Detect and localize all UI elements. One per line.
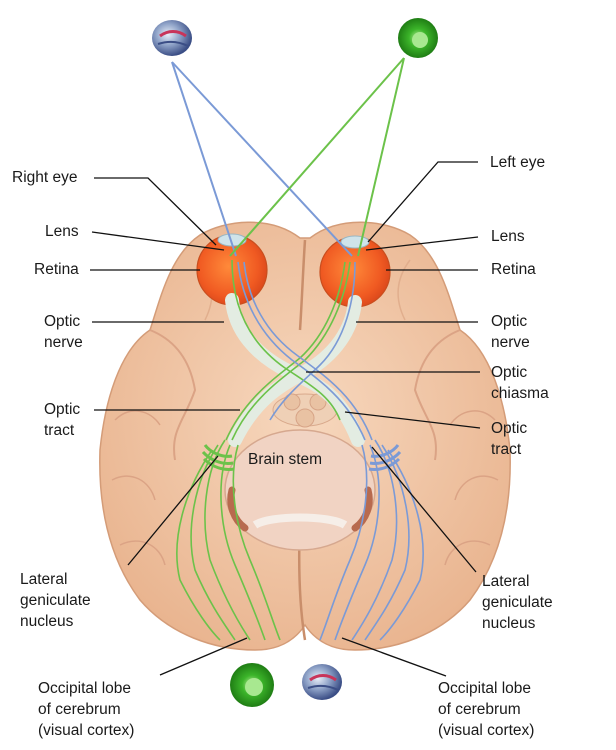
label-lens-left: Lens <box>45 223 79 240</box>
label-left-eye: Left eye <box>490 154 546 171</box>
label-line: (visual cortex) <box>38 722 135 739</box>
label-line: Optic <box>44 401 81 418</box>
label-line: tract <box>491 441 522 458</box>
label-optic-chiasma: Optic chiasma <box>491 362 549 404</box>
label-line: Lateral <box>20 571 68 588</box>
label-retina-right: Retina <box>491 261 536 278</box>
green-object-icon <box>230 663 274 707</box>
lgn-right <box>368 444 402 471</box>
label-line: Lateral <box>482 573 530 590</box>
label-optic-tract-left: Optic tract <box>44 399 80 441</box>
label-line: of cerebrum <box>438 701 521 718</box>
label-right-eye: Right eye <box>12 169 78 186</box>
label-line: (visual cortex) <box>438 722 535 739</box>
leader-lines <box>90 161 481 677</box>
brainstem <box>224 393 376 551</box>
label-line: of cerebrum <box>38 701 121 718</box>
label-line: Optic <box>491 420 528 437</box>
label-brain-stem: Brain stem <box>248 451 323 468</box>
label-line: Optic <box>491 313 528 330</box>
green-object-icon <box>398 18 438 58</box>
label-line: Optic <box>44 313 81 330</box>
label-lgn-left: Lateral geniculate nucleus <box>20 569 91 632</box>
label-line: Occipital lobe <box>38 680 132 697</box>
label-line: chiasma <box>491 385 549 402</box>
label-optic-nerve-left: Optic nerve <box>44 311 83 353</box>
label-occipital-right: Occipital lobe of cerebrum (visual corte… <box>438 678 534 741</box>
label-line: geniculate <box>20 592 91 609</box>
label-optic-tract-right: Optic tract <box>491 418 527 460</box>
label-lgn-right: Lateral geniculate nucleus <box>482 571 553 634</box>
label-optic-nerve-right: Optic nerve <box>491 311 530 353</box>
green-fibers <box>176 259 351 641</box>
blue-object-icon <box>152 20 192 56</box>
label-line: nucleus <box>20 613 74 630</box>
label-line: Occipital lobe <box>438 680 532 697</box>
label-line: nerve <box>491 334 530 351</box>
lgn-left <box>201 444 235 471</box>
blue-object-icon <box>302 664 342 700</box>
label-line: tract <box>44 422 75 439</box>
label-line: geniculate <box>482 594 553 611</box>
blue-fibers <box>237 261 424 641</box>
label-lens-right: Lens <box>491 228 525 245</box>
label-line: nucleus <box>482 615 536 632</box>
light-rays <box>171 57 405 257</box>
label-line: Optic <box>491 364 528 381</box>
label-retina-left: Retina <box>34 261 79 278</box>
label-line: nerve <box>44 334 83 351</box>
label-occipital-left: Occipital lobe of cerebrum (visual corte… <box>38 678 134 741</box>
